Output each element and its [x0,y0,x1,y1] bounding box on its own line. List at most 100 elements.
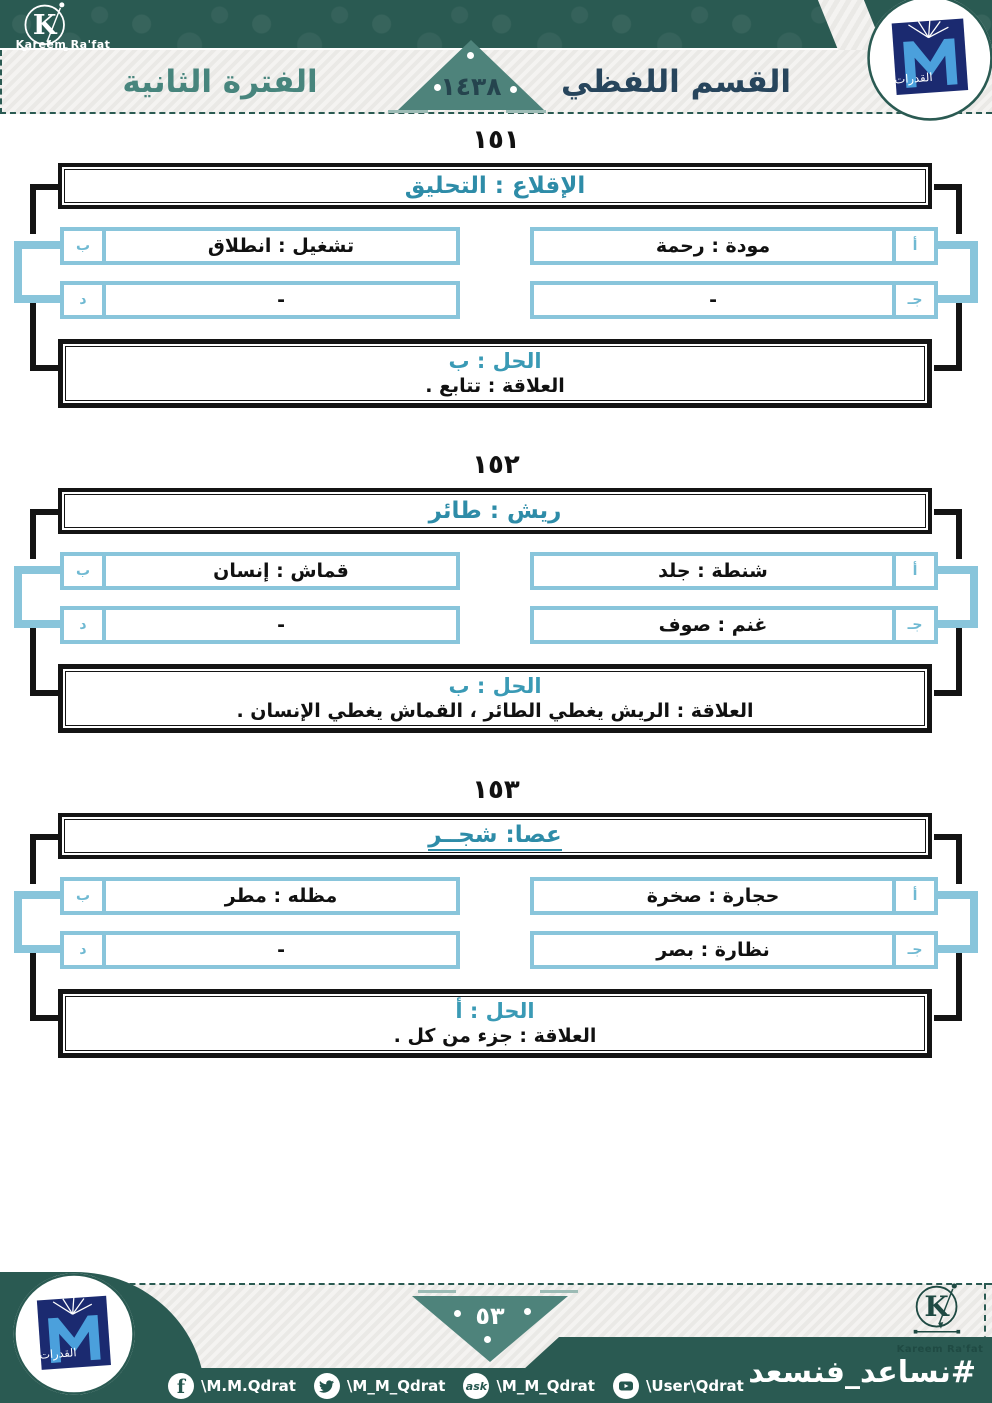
option-a: أ مودة : رحمة [530,227,938,265]
footer-dashed-right [984,1283,986,1353]
solution-box: الحل : ب العلاقة : الريش يغطي الطائر ، ا… [58,664,932,733]
solution-box: الحل : ب العلاقة : تتابع . [58,339,932,408]
svg-text:القدرات: القدرات [894,70,933,88]
question-block-152: ١٥٢ ريش : طائر أ شنطة : جلد قماش : إنسان… [0,450,992,750]
option-text: - [277,939,285,961]
option-letter: جـ [892,610,934,640]
connector-top-right [934,184,962,234]
ask-icon: ask [463,1373,490,1399]
question-title: ريش : طائر [428,498,562,524]
connector-bottom-right [934,947,962,1021]
question-block-151: ١٥١ الإقلاع : التحليق أ مودة : رحمة تشغي… [0,125,992,425]
page-number: ٥٣ [475,1302,505,1330]
question-title: الإقلاع : التحليق [404,173,586,199]
options-bracket-right [938,241,978,303]
social-links-row: f \M.M.Qdrat \M_M_Qdrat ask \M_M_Qdrat \… [168,1371,744,1401]
question-number: ١٥٢ [472,450,520,480]
youtube-handle: \User\Qdrat [612,1373,744,1399]
option-d: - د [60,606,460,644]
header-dashed-divider [0,112,992,114]
question-number: ١٥٣ [472,775,520,805]
qudrat-logo-icon: القدرات [12,1272,136,1396]
option-text: - [277,614,285,636]
option-b: تشغيل : انطلاق ب [60,227,460,265]
connector-top-left [30,509,58,559]
solution-answer: الحل : أ [455,999,535,1023]
option-text: حجارة : صخرة [646,885,780,907]
connector-bottom-right [934,297,962,371]
option-c: جـ غنم : صوف [530,606,938,644]
option-text: مودة : رحمة [655,235,771,257]
option-text: مظله : مطر [224,885,338,907]
option-b: قماش : إنسان ب [60,552,460,590]
solution-relation: العلاقة : جزء من كل . [393,1025,597,1048]
option-text: نظارة : بصر [656,939,770,961]
solution-answer: الحل : ب [448,674,542,698]
option-letter: ب [64,556,106,586]
question-block-153: ١٥٣ عصا: شجــر أ حجارة : صخرة مظله : مطر… [0,775,992,1075]
connector-top-left [30,184,58,234]
ask-handle: ask \M_M_Qdrat [463,1373,595,1399]
option-letter: أ [892,231,934,261]
option-text: - [277,289,285,311]
twitter-icon [313,1373,340,1399]
option-a: أ شنطة : جلد [530,552,938,590]
options-bracket-right [938,891,978,953]
solution-box: الحل : أ العلاقة : جزء من كل . [58,989,932,1058]
option-letter: أ [892,556,934,586]
connector-bottom-left [30,947,58,1021]
option-text: تشغيل : انطلاق [207,235,355,257]
option-letter: جـ [892,285,934,315]
option-d: - د [60,931,460,969]
triangle-base-line-right [506,110,546,113]
brand-name: Kareem Ra'fat [896,1344,984,1355]
option-letter: د [64,935,106,965]
period-title: الفترة الثانية [122,64,318,100]
triangle-base-line-left [388,110,428,113]
options-bracket-left [14,566,60,628]
option-letter: ب [64,881,106,911]
connector-bottom-right [934,622,962,696]
youtube-icon [612,1373,639,1399]
question-title-box: ريش : طائر [58,488,932,534]
connector-top-left [30,834,58,884]
section-title: القسم اللفظي [560,64,792,100]
option-letter: أ [892,881,934,911]
connector-bottom-left [30,297,58,371]
question-title-box: عصا: شجــر [58,813,932,859]
facebook-handle: f \M.M.Qdrat [168,1373,296,1399]
option-text: - [709,289,717,311]
options-bracket-left [14,891,60,953]
option-text: شنطة : جلد [658,560,768,582]
qudrat-logo-icon: القدرات [866,0,992,122]
option-c: جـ - [530,281,938,319]
triangle-base-line-right [540,1290,578,1293]
question-number: ١٥١ [472,125,520,155]
kareem-rafat-logo-icon: K [10,2,88,62]
option-letter: جـ [892,935,934,965]
twitter-handle: \M_M_Qdrat [313,1373,445,1399]
option-letter: د [64,610,106,640]
hashtag: #نساعد_فنسعد [748,1355,976,1390]
kareem-rafat-logo-icon: K [903,1283,979,1345]
svg-text:القدرات: القدرات [39,1346,77,1362]
options-bracket-right [938,566,978,628]
solution-relation: العلاقة : تتابع . [425,375,565,398]
option-a: أ حجارة : صخرة [530,877,938,915]
option-letter: د [64,285,106,315]
facebook-icon: f [168,1373,194,1399]
connector-bottom-left [30,622,58,696]
options-bracket-left [14,241,60,303]
solution-relation: العلاقة : الريش يغطي الطائر ، القماش يغط… [236,700,754,723]
hashtag-banner: #نساعد_فنسعد [487,1337,992,1403]
triangle-base-line-left [418,1290,456,1293]
connector-top-right [934,509,962,559]
connector-top-right [934,834,962,884]
option-text: قماش : إنسان [213,560,349,582]
brand-name: Kareem Ra'fat [15,38,111,51]
question-title-box: الإقلاع : التحليق [58,163,932,209]
option-c: جـ نظارة : بصر [530,931,938,969]
option-b: مظله : مطر ب [60,877,460,915]
year-number: ١٤٣٨ [440,72,502,101]
